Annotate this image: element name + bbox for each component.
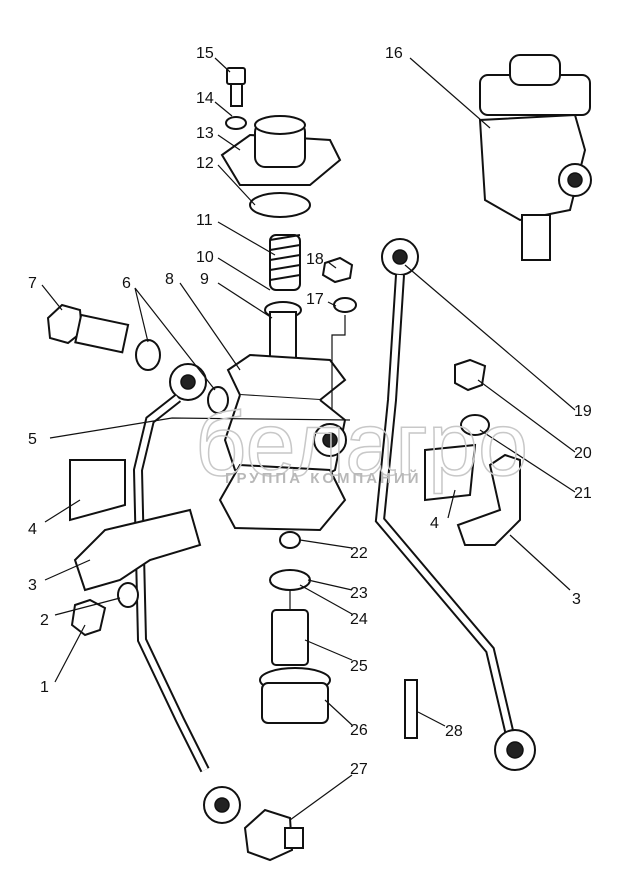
part-20-bolt: [454, 358, 487, 392]
part-13-cover: [220, 115, 342, 186]
part-4-pad-right: [424, 443, 477, 502]
label-13: 13: [196, 125, 214, 142]
label-3-left: 3: [28, 577, 37, 594]
label-20: 20: [574, 445, 592, 462]
label-24: 24: [350, 611, 368, 628]
label-25: 25: [350, 658, 368, 675]
label-7: 7: [28, 275, 37, 292]
part-17-washer: [333, 297, 357, 313]
label-14: 14: [196, 90, 214, 107]
part-body-gasket: [218, 463, 347, 532]
label-21: 21: [574, 485, 592, 502]
leader-arrow: [331, 315, 346, 410]
label-1: 1: [40, 679, 49, 696]
part-6-washer-2: [207, 386, 229, 414]
label-22: 22: [350, 545, 368, 562]
label-19: 19: [574, 403, 592, 420]
label-2: 2: [40, 612, 49, 629]
label-26: 26: [350, 722, 368, 739]
part-18-nut: [321, 256, 354, 284]
part-labels: 1 2 3 3 4 4 5 6 7 8 9 10 11 12 13 14 15 …: [28, 45, 592, 778]
part-16-valve: [478, 54, 592, 261]
part-2-washer: [117, 582, 139, 608]
part-3-bracket-left: [73, 508, 202, 592]
part-21-washer: [460, 414, 490, 436]
label-12: 12: [196, 155, 214, 172]
label-23: 23: [350, 585, 368, 602]
label-27: 27: [350, 761, 368, 778]
part-19-pipe-right: [374, 238, 536, 771]
part-7-bolt: [46, 303, 130, 354]
label-28: 28: [445, 723, 463, 740]
label-9: 9: [200, 271, 209, 288]
part-26-nut: [259, 667, 331, 724]
label-5: 5: [28, 431, 37, 448]
part-11-spring: [269, 234, 301, 291]
watermark-brand: белагро: [195, 395, 528, 495]
label-11: 11: [196, 212, 213, 229]
part-22-seal: [279, 531, 301, 549]
part-12-gasket: [249, 192, 311, 218]
label-3-right: 3: [572, 591, 581, 608]
part-3-bracket-right: [456, 453, 521, 546]
part-15-bolt: [226, 67, 246, 107]
parts: [46, 54, 592, 862]
label-4-left: 4: [28, 521, 37, 538]
label-18: 18: [306, 251, 324, 268]
leader-lines: [41, 57, 576, 821]
part-4-pad-left: [69, 459, 126, 522]
part-27-fitting: [243, 808, 304, 862]
part-25-valve-seat: [271, 590, 309, 666]
part-14-washer: [225, 116, 247, 130]
label-16: 16: [385, 45, 403, 62]
label-10: 10: [196, 249, 214, 266]
watermark-subtitle: ГРУППА КОМПАНИЙ: [225, 469, 422, 487]
label-8: 8: [165, 271, 174, 288]
watermark: белагро ГРУППА КОМПАНИЙ: [194, 394, 529, 496]
label-15: 15: [196, 45, 214, 62]
label-17: 17: [306, 291, 324, 308]
part-28-stud: [404, 679, 418, 739]
part-6-washer: [135, 339, 161, 371]
label-4-right: 4: [430, 515, 439, 532]
label-6: 6: [122, 275, 131, 292]
part-1-bolt: [70, 598, 107, 637]
